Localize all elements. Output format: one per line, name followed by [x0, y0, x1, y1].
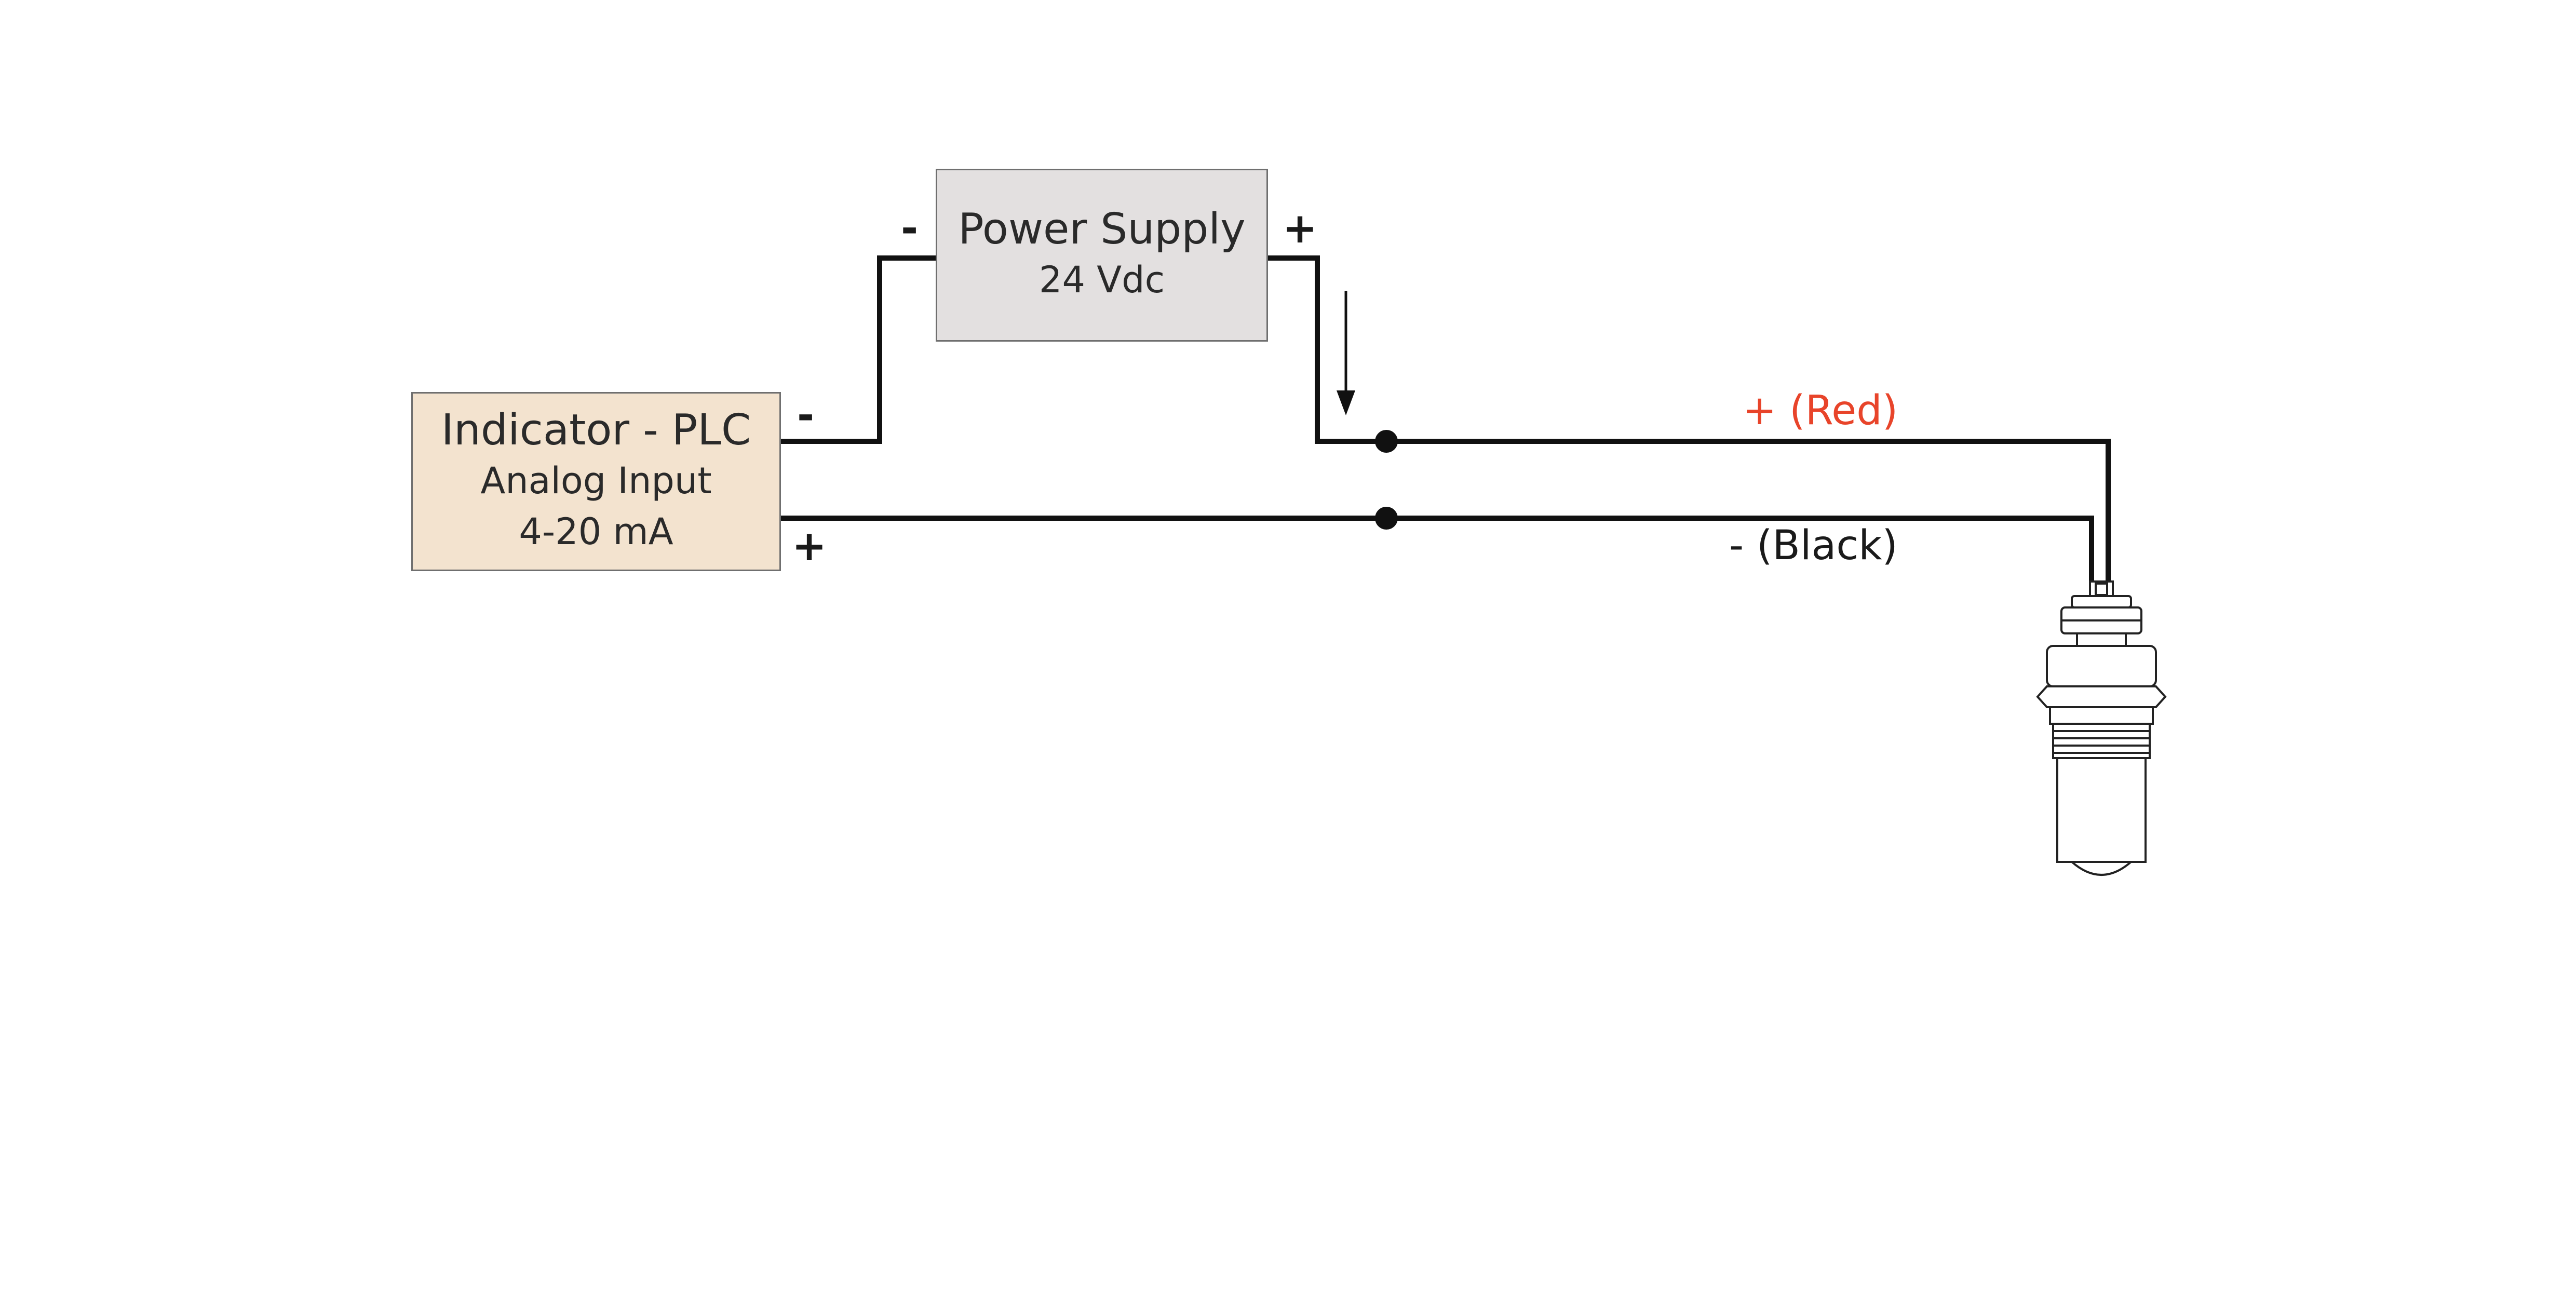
- indicator-plc-box: Indicator - PLC Analog Input 4-20 mA: [411, 392, 781, 571]
- indicator-negative-terminal: -: [797, 391, 815, 439]
- indicator-input-type: Analog Input: [480, 459, 712, 502]
- sensor-icon: [2036, 580, 2167, 876]
- indicator-title: Indicator - PLC: [441, 405, 751, 455]
- junction-dot-black: [1375, 507, 1398, 530]
- power-supply-title: Power Supply: [958, 205, 1246, 254]
- ps-positive-terminal: +: [1283, 204, 1318, 252]
- current-arrow: [1337, 291, 1355, 415]
- wire-ps-positive: [1268, 255, 2111, 583]
- black-wire-label: - (Black): [1729, 522, 1898, 569]
- wire-ps-negative: [781, 255, 936, 444]
- ps-negative-terminal: -: [901, 204, 919, 252]
- indicator-range: 4-20 mA: [519, 510, 673, 553]
- junction-dot-red: [1375, 430, 1398, 453]
- power-supply-rating: 24 Vdc: [1039, 258, 1165, 301]
- indicator-positive-terminal: +: [792, 522, 827, 570]
- red-wire-label: + (Red): [1743, 387, 1898, 434]
- wire-black: [781, 516, 2094, 583]
- power-supply-box: Power Supply 24 Vdc: [936, 169, 1268, 342]
